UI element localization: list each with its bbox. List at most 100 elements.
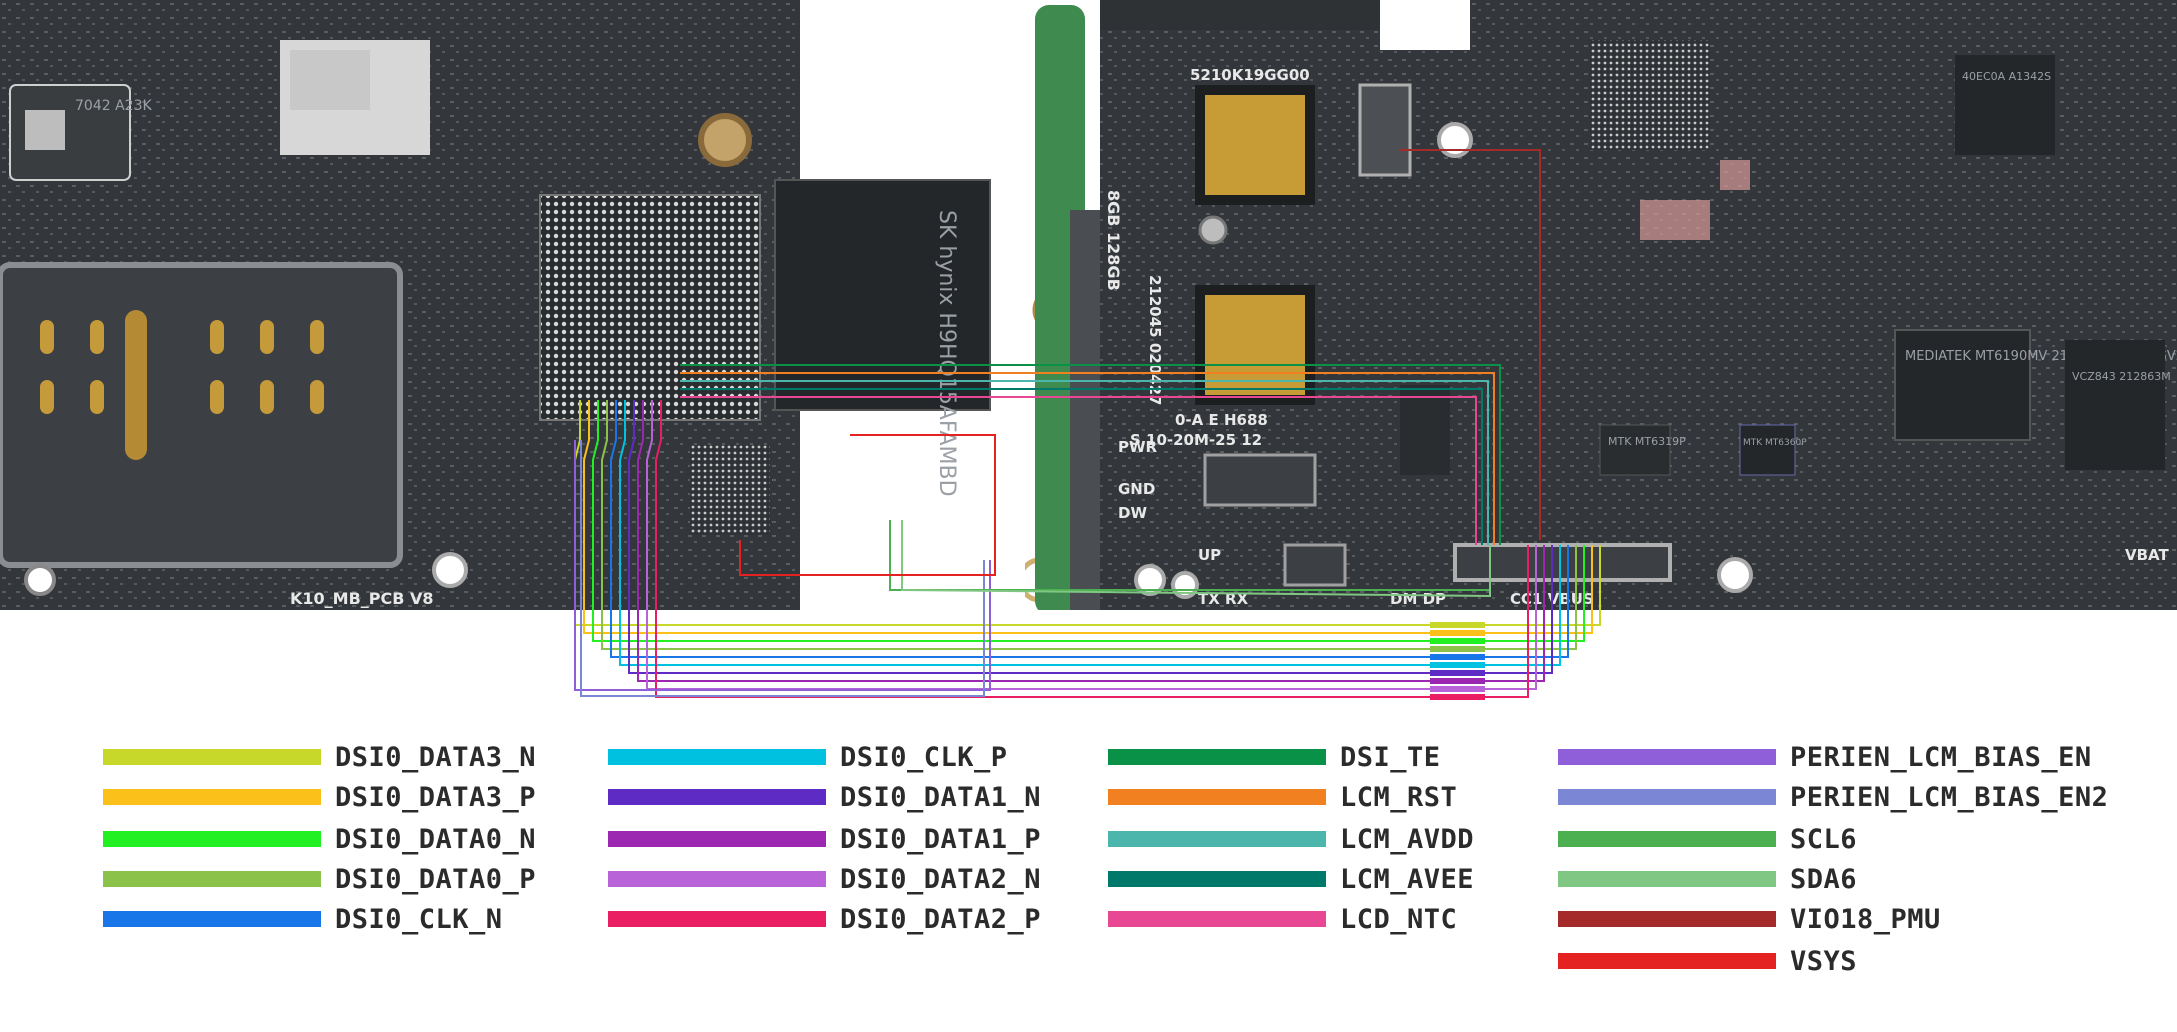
legend-item: DSI0_DATA2_N [608, 862, 1041, 896]
net-tag [1430, 694, 1485, 700]
legend-item: VSYS [1558, 944, 1857, 978]
legend-swatch [1108, 789, 1326, 805]
right-small-chip-label: VCZ843 212863M [2072, 370, 2171, 383]
legend-label: DSI0_CLK_P [840, 741, 1008, 773]
signal-trace [680, 396, 1477, 545]
rev-code-label: 0-A E H688 [1175, 411, 1268, 429]
legend-label: VIO18_PMU [1790, 903, 1941, 935]
legend-label: SDA6 [1790, 863, 1858, 895]
ver-code-label: S 10-20M-25 12 [1130, 431, 1262, 449]
legend-label: DSI0_DATA2_P [840, 903, 1042, 935]
signal-trace [637, 400, 1545, 682]
legend-swatch [1558, 911, 1776, 927]
vbat-label: VBAT [2125, 546, 2169, 564]
legend-item: DSI0_DATA3_N [103, 740, 536, 774]
legend-label: LCM_RST [1340, 781, 1458, 813]
legend-label: LCM_AVEE [1340, 863, 1475, 895]
legend-item: DSI0_DATA0_N [103, 822, 536, 856]
signal-trace [655, 400, 1529, 698]
legend-item: LCM_RST [1108, 780, 1457, 814]
board-right-section: MTK MT6319P MEDIATEK MT6190MV 2150-AWSN … [1100, 0, 2177, 610]
legend-swatch [1108, 749, 1326, 765]
legend-swatch [1558, 789, 1776, 805]
legend-item: LCM_AVEE [1108, 862, 1474, 896]
legend-item: DSI0_DATA3_P [103, 780, 536, 814]
board-left-section: 7042 A23K SK hynix H9HQ15AFAMBD K10_MB_P… [0, 0, 1078, 610]
signal-trace [646, 400, 1537, 690]
signal-trace [592, 400, 1585, 642]
signal-trace [901, 520, 1491, 598]
up-label: UP [1198, 546, 1221, 564]
legend-swatch [1558, 831, 1776, 847]
legend-item: SDA6 [1558, 862, 1857, 896]
legend-item: DSI0_DATA1_N [608, 780, 1041, 814]
net-tag [1430, 622, 1485, 628]
legend-swatch [103, 911, 321, 927]
legend-swatch [103, 749, 321, 765]
dw-label: DW [1118, 504, 1147, 522]
legend-label: LCM_AVDD [1340, 823, 1475, 855]
signal-trace [610, 400, 1569, 658]
gnd-label: GND [1118, 480, 1155, 498]
net-tag [1430, 630, 1485, 636]
legend-item: PERIEN_LCM_BIAS_EN [1558, 740, 2092, 774]
top-code-label: 5210K19GG00 [1190, 66, 1310, 84]
flex-strip [1035, 5, 1110, 615]
legend-swatch [1108, 871, 1326, 887]
legend-label: PERIEN_LCM_BIAS_EN [1790, 741, 2092, 773]
signal-trace [619, 400, 1561, 666]
mtk-small-label: MTK MT6319P [1608, 435, 1686, 448]
legend-swatch [103, 831, 321, 847]
legend-swatch [103, 871, 321, 887]
signal-trace [1400, 149, 1541, 540]
net-tag [1430, 638, 1485, 644]
legend-swatch [1558, 953, 1776, 969]
board-id-label: K10_MB_PCB V8 [290, 589, 434, 608]
legend-label: SCL6 [1790, 823, 1858, 855]
right-top-chip-label: 40EC0A A1342S [1962, 70, 2051, 83]
legend-swatch [1108, 831, 1326, 847]
legend-label: DSI0_CLK_N [335, 903, 503, 935]
net-tag [1430, 646, 1485, 652]
legend-item: DSI0_DATA0_P [103, 862, 536, 896]
signal-legend: DSI0_DATA3_N DSI0_DATA3_P DSI0_DATA0_N DSI0… [0, 740, 2177, 1032]
signal-trace [628, 400, 1553, 674]
signal-trace [680, 372, 1495, 545]
net-tag [1430, 670, 1485, 676]
legend-item: DSI_TE [1108, 740, 1441, 774]
signal-trace [680, 388, 1483, 545]
legend-item: LCM_AVDD [1108, 822, 1474, 856]
signal-trace [601, 400, 1577, 650]
legend-item: DSI0_DATA1_P [608, 822, 1041, 856]
legend-item: SCL6 [1558, 822, 1857, 856]
legend-item: DSI0_DATA2_P [608, 902, 1041, 936]
legend-label: DSI0_DATA1_N [840, 781, 1042, 813]
signal-trace [574, 440, 991, 691]
legend-label: DSI0_DATA0_N [335, 823, 537, 855]
memory-chip-label: SK hynix H9HQ15AFAMBD [934, 210, 959, 497]
legend-label: DSI0_DATA2_N [840, 863, 1042, 895]
legend-item: DSI0_CLK_N [103, 902, 503, 936]
legend-swatch [608, 871, 826, 887]
legend-swatch [608, 789, 826, 805]
legend-label: DSI0_DATA1_P [840, 823, 1042, 855]
signal-traces [574, 149, 1601, 700]
legend-label: DSI0_DATA3_N [335, 741, 537, 773]
signal-trace [580, 440, 985, 697]
pcb-board-image: 7042 A23K SK hynix H9HQ15AFAMBD K10_MB_P… [0, 0, 2177, 700]
legend-swatch [1558, 871, 1776, 887]
signal-trace [680, 380, 1489, 545]
signal-trace [739, 434, 996, 576]
legend-label: VSYS [1790, 945, 1858, 977]
legend-item: VIO18_PMU [1558, 902, 1941, 936]
dm-dp-label: DM DP [1390, 590, 1446, 608]
legend-label: DSI0_DATA3_P [335, 781, 537, 813]
pwr-label: PWR [1118, 438, 1158, 456]
tx-rx-label: TX RX [1198, 590, 1249, 608]
legend-item: LCD_NTC [1108, 902, 1457, 936]
legend-label: PERIEN_LCM_BIAS_EN2 [1790, 781, 2109, 813]
legend-label: DSI_TE [1340, 741, 1441, 773]
legend-label: DSI0_DATA0_P [335, 863, 537, 895]
mem-code-label: 212045 020427 [1146, 275, 1164, 405]
legend-swatch [1558, 749, 1776, 765]
